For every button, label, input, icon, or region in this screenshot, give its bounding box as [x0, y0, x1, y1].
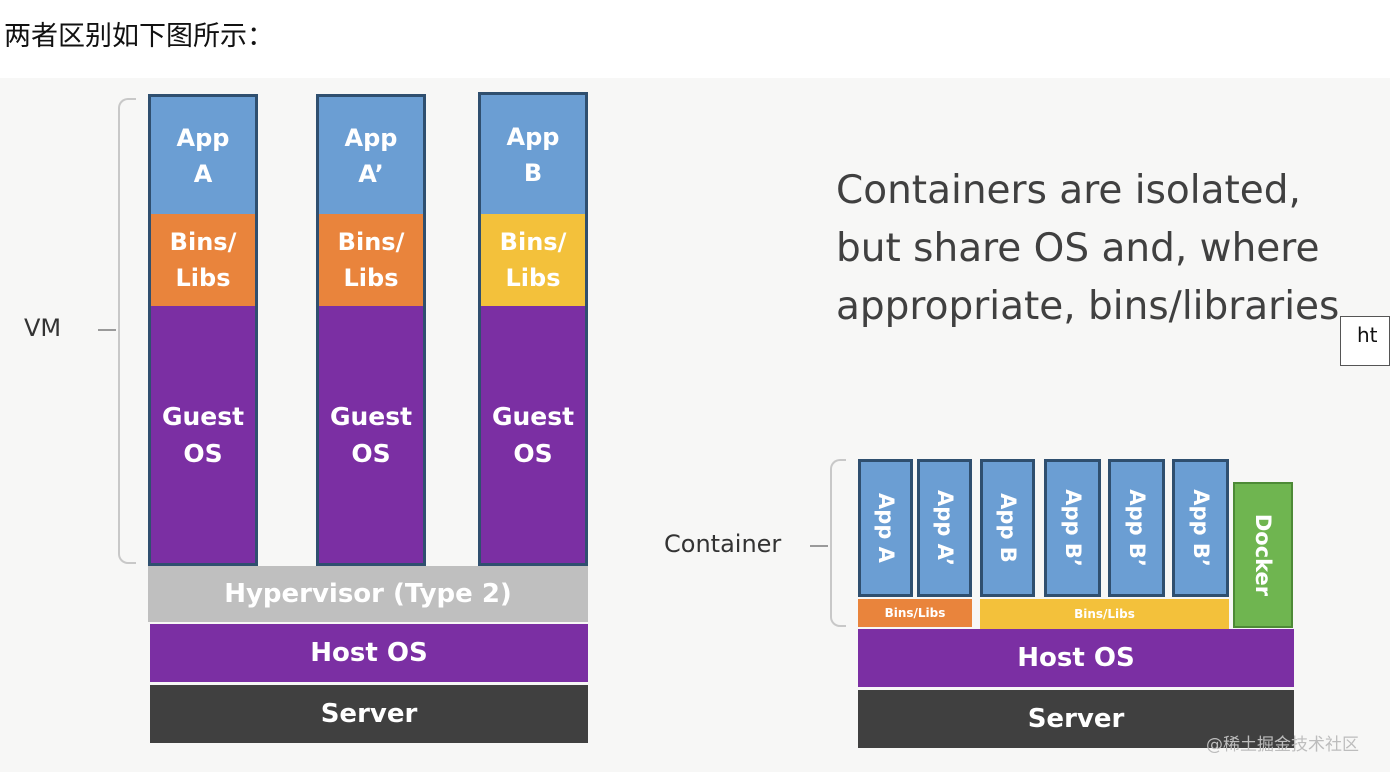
vm-server-layer: Server: [150, 685, 588, 743]
container-app-b: App B: [980, 459, 1035, 597]
container-bins-libs-b: Bins/Libs: [980, 599, 1229, 629]
vm-bracket-tick: [98, 329, 116, 331]
caption-line-1: Containers are isolated,: [836, 168, 1301, 213]
container-app-a-prime: App A’: [917, 459, 972, 597]
container-app-b-prime-2-label: App B’: [1124, 489, 1149, 567]
vm-guest-os-b: Guest OS: [478, 306, 588, 566]
container-app-b-prime-3-label: App B’: [1188, 489, 1213, 567]
vm-host-os-layer: Host OS: [150, 624, 588, 682]
vm-vs-container-figure: VM App A Bins/ Libs Guest OS App A’ Bins…: [0, 78, 1390, 772]
vm-bins-libs-a: Bins/ Libs: [148, 214, 258, 306]
container-bins-libs-a: Bins/Libs: [858, 599, 972, 627]
container-app-b-prime-1: App B’: [1044, 459, 1101, 597]
source-watermark: @稀土掘金技术社区: [1206, 735, 1359, 755]
container-side-label: Container: [664, 530, 782, 558]
container-app-a: App A: [858, 459, 913, 597]
container-server-layer: Server: [858, 690, 1294, 748]
container-host-os-layer: Host OS: [858, 629, 1294, 687]
container-bracket: [830, 459, 846, 627]
vm-bracket: [118, 98, 136, 564]
docker-engine: Docker: [1233, 482, 1293, 628]
container-app-b-label: App B: [995, 493, 1020, 563]
container-app-b-prime-1-label: App B’: [1060, 489, 1085, 567]
vm-guest-os-a-prime: Guest OS: [316, 306, 426, 566]
vm-app-a: App A: [148, 94, 258, 214]
container-app-b-prime-2: App B’: [1108, 459, 1165, 597]
vm-side-label: VM: [24, 314, 62, 342]
vm-guest-os-a: Guest OS: [148, 306, 258, 566]
url-tooltip: ht: [1340, 316, 1390, 366]
vm-bins-libs-a-prime: Bins/ Libs: [316, 214, 426, 306]
docker-label: Docker: [1251, 513, 1275, 597]
container-app-a-label: App A: [873, 493, 898, 563]
vm-bins-libs-b: Bins/ Libs: [478, 214, 588, 306]
vm-app-a-prime: App A’: [316, 94, 426, 214]
page-heading: 两者区别如下图所示：: [4, 21, 274, 52]
container-caption: Containers are isolated, but share OS an…: [836, 162, 1339, 336]
container-app-b-prime-3: App B’: [1172, 459, 1229, 597]
vm-hypervisor-layer: Hypervisor (Type 2): [148, 566, 588, 622]
caption-line-2: but share OS and, where: [836, 226, 1320, 271]
container-app-a-prime-label: App A’: [932, 490, 957, 566]
caption-line-3: appropriate, bins/libraries: [836, 284, 1340, 329]
vm-app-b: App B: [478, 92, 588, 214]
container-bracket-tick: [810, 545, 828, 547]
